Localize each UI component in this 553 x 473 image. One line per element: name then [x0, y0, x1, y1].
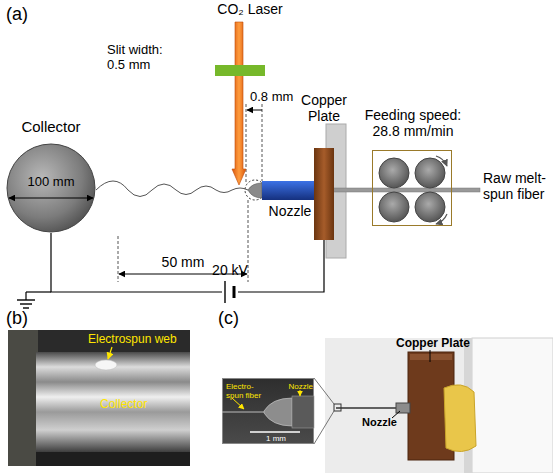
wire — [51, 233, 324, 292]
panel-label: (c) — [218, 308, 258, 329]
column-shadow — [464, 338, 472, 473]
node-text: Electro-spun fiber — [226, 382, 266, 400]
photo-label: Electrospun web — [88, 333, 188, 347]
leader-arrow — [232, 398, 244, 409]
plate-edge — [410, 354, 452, 360]
part-label: Copper Plate — [396, 337, 476, 351]
ground-symbol — [17, 299, 35, 300]
laser-beam-shape — [232, 22, 246, 185]
fiber — [222, 412, 266, 413]
melt-droplet — [264, 398, 292, 426]
ground-symbol — [20, 303, 32, 304]
leader-line — [430, 350, 431, 362]
zoom-line — [314, 411, 334, 444]
battery-symbol — [233, 286, 236, 298]
scale-bar — [250, 431, 300, 433]
feed-rollers — [379, 156, 447, 224]
zoom-box — [334, 404, 341, 411]
roller — [379, 158, 409, 188]
electrospun-web — [95, 360, 117, 370]
node-text: Collector — [0, 118, 106, 135]
roller — [379, 192, 409, 222]
shadow — [36, 452, 190, 466]
dimension-line — [118, 236, 119, 282]
dimension-line — [246, 104, 247, 184]
feeder-unit: Feeding speed: 28.8 mm/min — [372, 150, 452, 226]
leader-arrow — [108, 347, 112, 359]
panel-label: (a) — [6, 4, 46, 25]
copper-plate: Copper Plate — [314, 148, 334, 240]
micrograph-inset: Electro-spun fiber Nozzle 1 mm — [222, 378, 314, 444]
roller — [415, 192, 445, 222]
slit: Slit width: 0.5 mm — [215, 65, 265, 76]
leader-arrow — [300, 390, 301, 396]
beam-outline — [232, 22, 246, 185]
ground-wire — [26, 291, 51, 292]
collector-circle — [7, 144, 95, 232]
fiber-jet — [96, 181, 248, 197]
laser-beam: CO₂ Laser — [232, 22, 246, 185]
voltage-label: 20 kV — [205, 262, 255, 278]
node-text: Copper Plate — [297, 92, 351, 124]
dimension-line — [262, 104, 263, 181]
photo-background — [8, 330, 190, 466]
setup-photo — [325, 338, 553, 473]
node-text: 1 mm — [251, 434, 301, 443]
photo-background — [325, 338, 553, 473]
battery-symbol — [224, 281, 225, 303]
panel-label: (b) — [6, 308, 46, 329]
collector-drum: Collector100 mm — [6, 143, 96, 233]
dimension-label: 50 mm — [158, 254, 208, 270]
collector-drum — [36, 352, 190, 452]
zoom-line — [314, 378, 334, 404]
dimension-label: 0.8 mm — [250, 90, 300, 105]
fiber — [336, 407, 408, 409]
node-text: 100 mm — [6, 175, 96, 190]
wire-gap — [222, 282, 238, 302]
machine-frame — [8, 330, 38, 466]
dimension-arrow — [247, 110, 262, 111]
cloth-wrap — [444, 385, 476, 452]
nozzle-photo — [292, 396, 314, 428]
collector-photo — [8, 330, 190, 466]
part-label: Raw melt-spun fiber — [483, 170, 553, 202]
machine-column — [472, 338, 553, 473]
photo-label: Collector — [100, 398, 170, 412]
rotation-arrow — [436, 214, 447, 224]
melt-droplet — [248, 183, 262, 198]
nozzle-photo — [396, 403, 410, 413]
part-label: Nozzle — [362, 416, 412, 429]
nozzle: Nozzle — [262, 181, 318, 200]
copper-plate-photo — [408, 352, 454, 460]
node-text: Feeding speed: 28.8 mm/min — [359, 107, 467, 139]
diameter-arrow — [9, 198, 93, 199]
node-text: CO₂ Laser — [210, 1, 290, 17]
rotation-arrow — [436, 156, 447, 166]
roller — [415, 158, 445, 188]
ground-wire — [25, 292, 26, 300]
node-text: Nozzle — [277, 382, 313, 391]
node-text: Slit width: 0.5 mm — [107, 43, 179, 73]
